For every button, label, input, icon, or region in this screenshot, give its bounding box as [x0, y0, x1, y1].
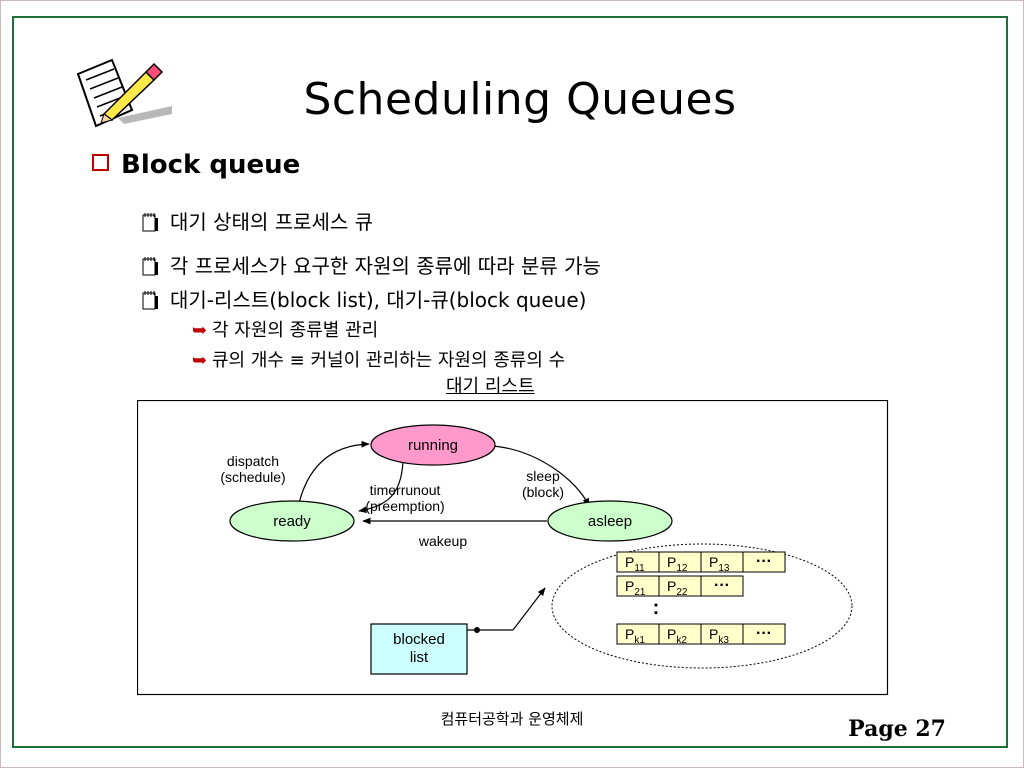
bullet-text: 각 프로세스가 요구한 자원의 종류에 따라 분류 가능 [170, 254, 601, 278]
arrow-bullet-icon: ➥ [192, 320, 208, 341]
timerrunout-arrow [358, 461, 404, 513]
queue-cell-label: Pk3 [709, 626, 729, 646]
arrow-bullet-icon: ➥ [192, 350, 208, 371]
dispatch-arrow [296, 440, 370, 513]
checkbox-bullet-icon [92, 154, 109, 171]
state-running-label: running [408, 437, 458, 454]
queue-cell-label: P21 [625, 578, 646, 598]
notepad-pencil-icon [76, 58, 172, 128]
slide-footer: 컴퓨터공학과 운영체제 [440, 710, 584, 728]
blocked-connector-dot [474, 627, 480, 633]
blocked-list-label-2: list [410, 649, 429, 666]
sub-bullet-item: ➥각 자원의 종류별 관리 [192, 316, 378, 342]
bullet-text: 대기 상태의 프로세스 큐 [170, 210, 374, 234]
queue-vertical-ellipsis: : [653, 597, 660, 619]
timerrunout-sub-label: (preemption) [365, 498, 444, 514]
bullet-item: 대기-리스트(block list), 대기-큐(block queue) [142, 284, 586, 313]
blocked-list-box [370, 623, 468, 675]
queue-cell-label: P13 [709, 554, 730, 574]
diagram-border [137, 400, 889, 696]
queue-cell [742, 551, 786, 573]
queue-cell [700, 575, 744, 597]
queue-cell-label: P12 [667, 554, 688, 574]
dispatch-sub-label: (schedule) [220, 469, 285, 485]
blocked-list-label-1: blocked [393, 631, 445, 648]
sleep-label: sleep [526, 468, 560, 484]
queue-continuation: ··· [714, 577, 730, 594]
state-asleep-label: asleep [588, 513, 632, 530]
notepad-bullet-icon [142, 257, 158, 276]
queue-cell-label: Pk1 [625, 626, 645, 646]
queue-cell-label: Pk2 [667, 626, 687, 646]
bullet-item: 대기 상태의 프로세스 큐 [142, 206, 373, 235]
sub-bullet-item: ➥큐의 개수 ≡ 커널이 관리하는 자원의 종류의 수 [192, 346, 565, 372]
sub-bullet-text: 큐의 개수 ≡ 커널이 관리하는 자원의 종류의 수 [212, 350, 566, 371]
heading-text: Block queue [121, 150, 301, 180]
page-number: Page 27 [848, 716, 946, 742]
queue-group-ellipse [551, 543, 853, 669]
dispatch-label: dispatch [227, 453, 279, 469]
notepad-bullet-icon [142, 213, 158, 232]
blocked-pointer-arrow [512, 587, 546, 631]
notepad-bullet-icon [142, 291, 158, 310]
queue-cell-label: P11 [625, 554, 645, 574]
state-running [370, 424, 496, 466]
slide-title: Scheduling Queues [303, 74, 737, 125]
queue-continuation: ··· [756, 553, 772, 570]
section-heading: Block queue [92, 150, 300, 180]
queue-continuation: ··· [756, 625, 772, 642]
queue-cell-label: P22 [667, 578, 688, 598]
bullet-item: 각 프로세스가 요구한 자원의 종류에 따라 분류 가능 [142, 250, 601, 279]
sub-bullet-text: 각 자원의 종류별 관리 [212, 320, 379, 341]
sleep-arrow [492, 445, 590, 507]
state-diagram: running ready asleep dispatch (schedule)… [137, 400, 889, 696]
queue-cell [742, 623, 786, 645]
wakeup-label: wakeup [418, 533, 467, 549]
state-ready-label: ready [273, 513, 311, 530]
state-ready [229, 500, 355, 542]
bullet-text: 대기-리스트(block list), 대기-큐(block queue) [170, 288, 587, 312]
diagram-caption: 대기 리스트 [446, 376, 535, 397]
sleep-sub-label: (block) [522, 484, 564, 500]
state-asleep [547, 500, 673, 542]
timerrunout-label: timerrunout [370, 482, 441, 498]
